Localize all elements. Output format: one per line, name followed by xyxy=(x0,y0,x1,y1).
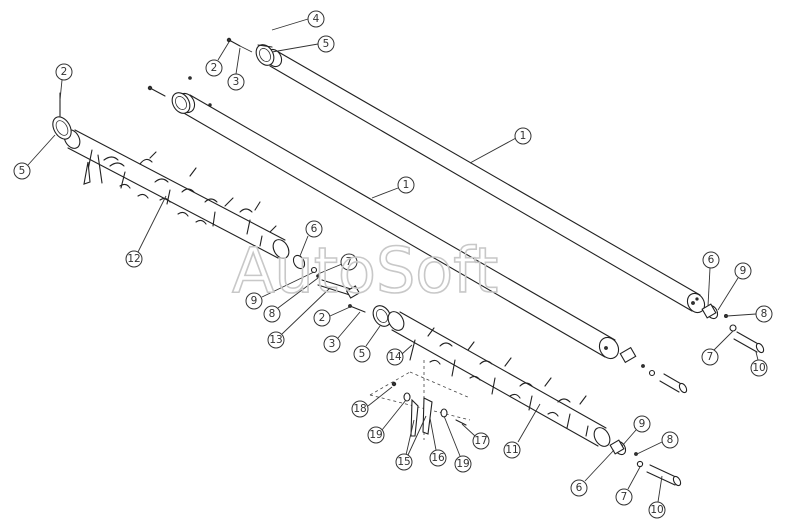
svg-text:13: 13 xyxy=(269,334,282,346)
callout-16: 16 xyxy=(429,417,447,467)
svg-text:1: 1 xyxy=(403,179,410,191)
svg-text:18: 18 xyxy=(353,403,366,415)
callout-14: 14 xyxy=(386,344,413,366)
svg-text:1: 1 xyxy=(520,130,527,142)
svg-text:5: 5 xyxy=(19,165,26,177)
tined-rotor-upper xyxy=(63,129,290,259)
svg-text:19: 19 xyxy=(369,429,382,441)
bearing-upper xyxy=(255,44,275,66)
svg-text:14: 14 xyxy=(388,351,402,363)
callout-5: 5 xyxy=(271,35,335,53)
callout-1: 1 xyxy=(469,127,532,164)
svg-text:7: 7 xyxy=(346,256,353,268)
svg-text:15: 15 xyxy=(397,456,410,468)
callout-19: 19 xyxy=(443,415,472,473)
svg-text:8: 8 xyxy=(667,434,674,446)
svg-text:2: 2 xyxy=(211,62,218,74)
middle-end-parts xyxy=(619,346,688,394)
svg-text:9: 9 xyxy=(740,265,747,277)
callout-7: 7 xyxy=(615,466,641,506)
callout-8: 8 xyxy=(636,431,679,455)
svg-text:17: 17 xyxy=(474,435,487,447)
callout-8: 8 xyxy=(726,305,773,323)
svg-text:8: 8 xyxy=(269,308,276,320)
callout-8: 8 xyxy=(263,277,319,323)
svg-text:4: 4 xyxy=(313,13,320,25)
svg-text:6: 6 xyxy=(708,254,715,266)
plain-tube-upper xyxy=(265,48,706,314)
callout-3: 3 xyxy=(227,47,245,91)
svg-text:5: 5 xyxy=(359,348,366,360)
tine-subassembly xyxy=(369,360,471,440)
tined-rotor-lower xyxy=(387,311,611,447)
callout-7: 7 xyxy=(317,253,358,275)
callout-2: 2 xyxy=(205,41,230,77)
svg-text:3: 3 xyxy=(329,338,336,350)
svg-text:12: 12 xyxy=(127,253,140,265)
bolt-upper xyxy=(226,37,253,53)
callout-2: 2 xyxy=(55,63,73,101)
svg-text:10: 10 xyxy=(650,504,663,516)
rotor-upper-end-parts xyxy=(292,254,366,313)
svg-text:8: 8 xyxy=(761,308,768,320)
callout-6: 6 xyxy=(570,449,615,497)
svg-text:9: 9 xyxy=(251,295,258,307)
svg-text:5: 5 xyxy=(323,38,330,50)
callout-13: 13 xyxy=(267,287,331,349)
callout-18: 18 xyxy=(351,386,393,418)
svg-text:9: 9 xyxy=(639,418,646,430)
callout-7: 7 xyxy=(701,330,734,366)
callout-9: 9 xyxy=(621,415,651,447)
upper-right-end-parts xyxy=(701,303,765,354)
callout-15: 15 xyxy=(395,415,427,471)
svg-text:7: 7 xyxy=(621,491,628,503)
callout-6: 6 xyxy=(299,220,323,257)
svg-text:2: 2 xyxy=(319,312,326,324)
callout-11: 11 xyxy=(503,403,541,459)
svg-text:10: 10 xyxy=(752,362,765,374)
svg-text:19: 19 xyxy=(456,458,469,470)
callout-12: 12 xyxy=(125,195,167,268)
svg-text:2: 2 xyxy=(61,66,68,78)
svg-text:11: 11 xyxy=(505,444,518,456)
svg-text:6: 6 xyxy=(311,223,318,235)
callout-2: 2 xyxy=(313,306,351,327)
bearing-lower-rotor xyxy=(372,305,392,327)
callout-5: 5 xyxy=(353,325,381,363)
callout-9: 9 xyxy=(245,271,315,310)
svg-text:7: 7 xyxy=(707,351,714,363)
callout-5: 5 xyxy=(13,134,56,180)
callout-19: 19 xyxy=(367,399,407,444)
callout-10: 10 xyxy=(750,351,768,377)
bolt-middle xyxy=(147,76,192,97)
bearing-rotor-upper xyxy=(52,92,72,140)
callout-17: 17 xyxy=(461,423,490,450)
svg-text:6: 6 xyxy=(576,482,583,494)
callout-3: 3 xyxy=(323,311,361,353)
callout-4: 4 xyxy=(271,10,325,31)
svg-text:16: 16 xyxy=(431,452,445,464)
callout-6: 6 xyxy=(702,251,720,307)
svg-text:3: 3 xyxy=(233,76,240,88)
callout-10: 10 xyxy=(648,475,666,519)
bearing-middle xyxy=(171,92,191,114)
callout-9: 9 xyxy=(717,262,752,311)
callout-1: 1 xyxy=(371,176,415,199)
